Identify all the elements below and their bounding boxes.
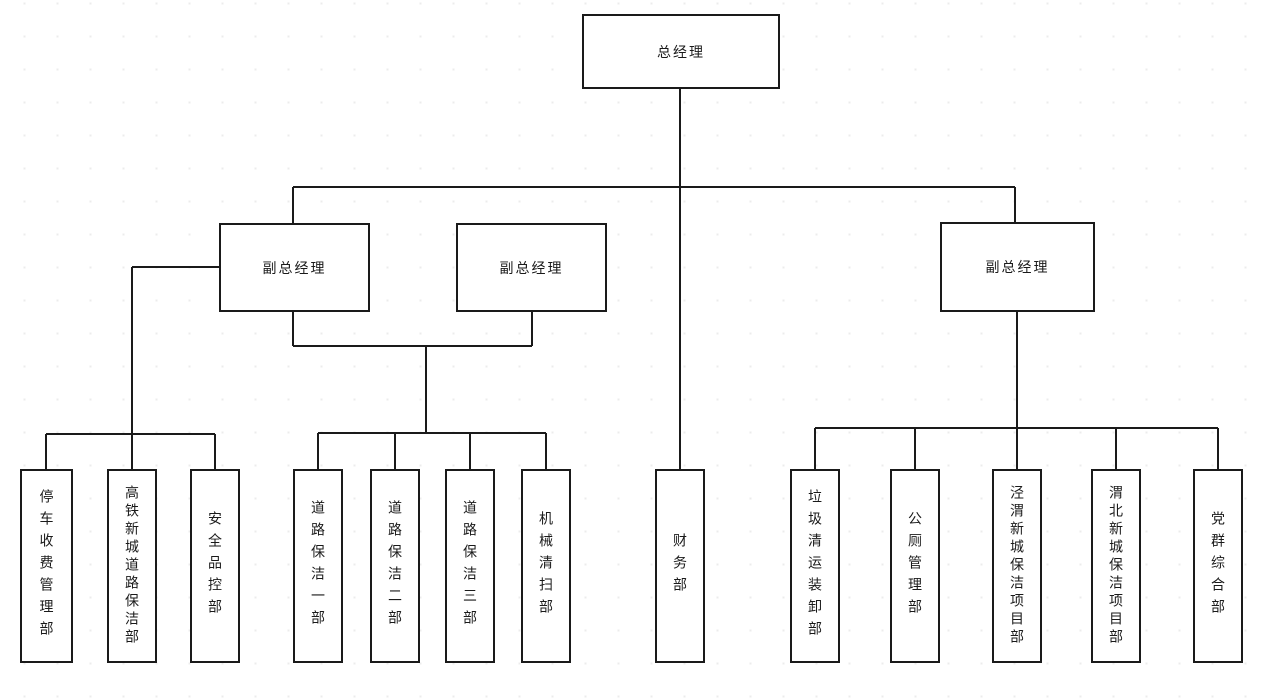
connector-path: [45, 89, 1219, 469]
node-public-toilet-dept: 公厕管理部: [890, 469, 940, 663]
node-label: 机械清扫部: [538, 511, 554, 621]
node-label: 副总经理: [499, 259, 564, 276]
node-garbage-transport-dept: 垃圾清运装卸部: [790, 469, 840, 663]
node-label: 道路保洁一部: [310, 500, 326, 632]
node-road-cleaning-dept-2: 道路保洁二部: [370, 469, 420, 663]
node-label: 高铁新城道路保洁部: [124, 485, 140, 647]
node-deputy-manager-3: 副总经理: [940, 222, 1095, 312]
node-weibei-cleaning-project-dept: 渭北新城保洁项目部: [1091, 469, 1141, 663]
node-label: 渭北新城保洁项目部: [1108, 485, 1124, 647]
node-mechanical-sweeping-dept: 机械清扫部: [521, 469, 571, 663]
node-label: 垃圾清运装卸部: [807, 489, 823, 643]
node-party-mass-dept: 党群综合部: [1193, 469, 1243, 663]
node-label: 停车收费管理部: [38, 489, 55, 643]
node-label: 公厕管理部: [907, 511, 923, 621]
node-general-manager: 总经理: [582, 14, 780, 89]
node-label: 道路保洁二部: [387, 500, 403, 632]
node-deputy-manager-1: 副总经理: [219, 223, 370, 312]
node-label: 泾渭新城保洁项目部: [1009, 485, 1025, 647]
node-finance-dept: 财务部: [655, 469, 705, 663]
node-label: 道路保洁三部: [462, 500, 478, 632]
node-label: 副总经理: [262, 259, 327, 276]
node-parking-fee-dept: 停车收费管理部: [20, 469, 73, 663]
node-label: 财务部: [672, 533, 688, 599]
node-jingwei-cleaning-project-dept: 泾渭新城保洁项目部: [992, 469, 1042, 663]
node-label: 副总经理: [985, 259, 1050, 275]
node-label: 党群综合部: [1210, 511, 1226, 621]
node-label: 安全品控部: [207, 511, 223, 621]
node-road-cleaning-dept-3: 道路保洁三部: [445, 469, 495, 663]
node-road-cleaning-dept-1: 道路保洁一部: [293, 469, 343, 663]
node-safety-quality-dept: 安全品控部: [190, 469, 240, 663]
node-deputy-manager-2: 副总经理: [456, 223, 607, 312]
node-label: 总经理: [657, 43, 705, 60]
node-gaotie-road-cleaning-dept: 高铁新城道路保洁部: [107, 469, 157, 663]
